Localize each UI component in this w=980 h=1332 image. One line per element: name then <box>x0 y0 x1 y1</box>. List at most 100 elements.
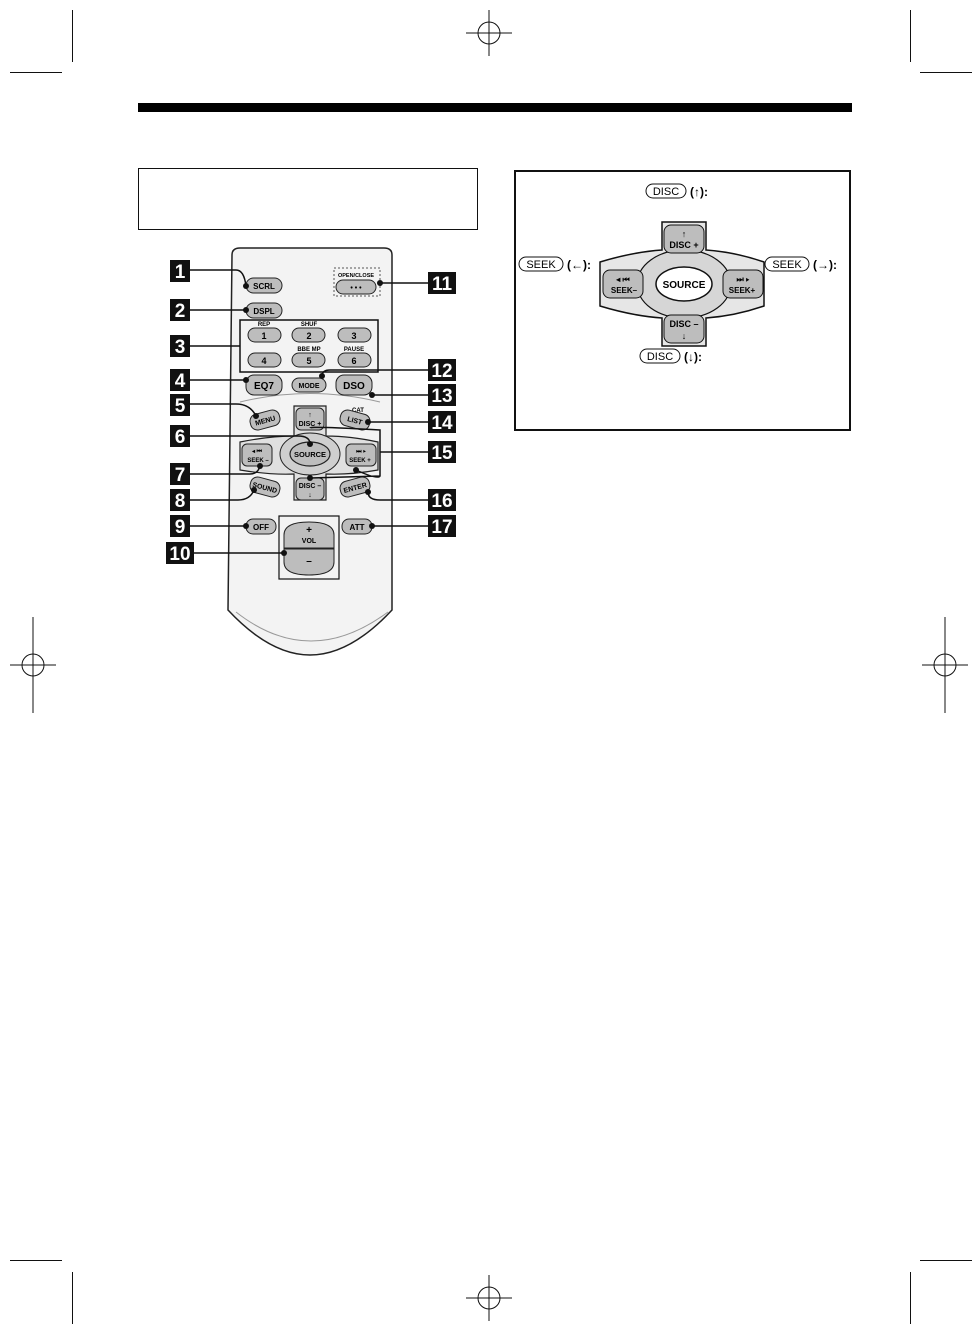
dso-button <box>335 374 373 396</box>
callout-3 <box>170 335 190 357</box>
callout-14 <box>428 411 456 433</box>
svg-text:7: 7 <box>175 465 186 486</box>
scrl-label: SCRL <box>253 282 275 291</box>
svg-text:14: 14 <box>431 413 453 434</box>
crop-mark <box>920 1260 972 1261</box>
seek-right-arrow: (→): <box>813 258 837 272</box>
pad-seek-plus-label: SEEK+ <box>729 286 756 295</box>
sound-button <box>249 476 281 498</box>
callout-13 <box>428 384 456 406</box>
list-label: LIST <box>346 416 363 427</box>
registration-mark-icon <box>922 617 968 713</box>
callout-7 <box>170 463 190 485</box>
crop-mark <box>10 72 62 73</box>
preset-2-button <box>291 327 326 343</box>
dspl-label: DSPL <box>253 307 274 316</box>
registration-mark-icon <box>10 617 56 713</box>
disc-down-arrow: (↓): <box>684 350 702 364</box>
header-rule <box>138 103 852 112</box>
caption-box <box>138 168 478 230</box>
crop-mark <box>910 10 911 62</box>
vol-minus-button <box>283 548 335 576</box>
callout-4 <box>170 369 190 391</box>
preset-2-label: 2 <box>306 331 311 341</box>
crop-mark <box>920 72 972 73</box>
svg-text:15: 15 <box>431 443 453 464</box>
open-close-button <box>335 279 377 295</box>
bbe-mp-label: BBE MP <box>297 347 320 353</box>
svg-text:4: 4 <box>175 371 186 392</box>
direction-pad-detail <box>514 170 851 431</box>
svg-text:◂ ⏮: ◂ ⏮ <box>251 449 263 455</box>
seek-plus-button <box>345 443 377 467</box>
disc-plus-label: DISC + <box>299 421 322 428</box>
vol-minus-label: – <box>306 556 312 567</box>
pad-disc-plus-label: DISC + <box>669 240 698 250</box>
open-close-label: OPEN/CLOSE <box>338 273 374 279</box>
callout-17 <box>428 515 456 537</box>
crop-mark <box>72 10 73 62</box>
svg-text:↑: ↑ <box>682 229 687 239</box>
enter-button <box>339 476 371 498</box>
svg-text:11: 11 <box>432 274 453 295</box>
preset-3-label: 3 <box>351 331 356 341</box>
preset-1-button <box>247 327 282 343</box>
preset-5-button <box>291 352 326 368</box>
preset-3-button <box>337 327 372 343</box>
vol-plus-button <box>283 521 335 549</box>
disc-up-key: DISC <box>653 186 679 198</box>
preset-6-label: 6 <box>351 356 356 366</box>
svg-text:↑: ↑ <box>308 412 312 419</box>
svg-text:↓: ↓ <box>682 331 687 341</box>
svg-text:16: 16 <box>431 491 452 512</box>
mode-label: MODE <box>299 383 320 390</box>
callout-6 <box>170 425 190 447</box>
dso-label: DSO <box>343 381 365 392</box>
svg-text:12: 12 <box>431 361 452 382</box>
svg-text:13: 13 <box>431 386 452 407</box>
preset-6-button <box>337 352 372 368</box>
callout-9 <box>170 515 190 537</box>
svg-text:◂ ⏮: ◂ ⏮ <box>615 275 629 284</box>
svg-text:1: 1 <box>175 262 186 283</box>
seek-plus-label: SEEK + <box>349 458 371 464</box>
preset-1-label: 1 <box>261 331 266 341</box>
svg-text:9: 9 <box>175 517 186 538</box>
seek-minus-label: SEEK – <box>247 458 269 464</box>
seek-left-key: SEEK <box>526 259 556 271</box>
pause-label: PAUSE <box>344 347 364 353</box>
vol-label: VOL <box>302 538 317 545</box>
svg-text:10: 10 <box>169 544 190 565</box>
pad-disc-minus-label: DISC – <box>669 319 698 329</box>
preset-4-label: 4 <box>261 356 266 366</box>
callout-2 <box>170 299 190 321</box>
eq7-button <box>245 374 283 396</box>
disc-plus-button <box>295 407 325 431</box>
rep-label: REP <box>258 322 270 328</box>
pad-seek-plus-button <box>722 269 764 299</box>
pad-disc-plus-button <box>663 224 705 254</box>
vol-plus-label: + <box>306 525 312 536</box>
off-label: OFF <box>253 523 269 532</box>
registration-mark-icon <box>466 10 512 56</box>
open-close-dots: • • • <box>350 285 362 292</box>
callout-1 <box>170 260 190 282</box>
disc-down-key: DISC <box>647 351 673 363</box>
crop-mark <box>72 1272 73 1324</box>
pad-disc-minus-button <box>663 314 705 344</box>
preset-5-label: 5 <box>306 356 311 366</box>
eq7-label: EQ7 <box>254 381 274 392</box>
svg-text:6: 6 <box>175 427 186 448</box>
svg-text:8: 8 <box>175 491 186 512</box>
callout-8 <box>170 489 190 511</box>
mode-button <box>291 377 327 393</box>
callout-10 <box>166 542 194 564</box>
svg-text:5: 5 <box>175 396 186 417</box>
callout-11 <box>428 272 456 294</box>
cat-label: CAT <box>352 408 364 414</box>
callout-15 <box>428 441 456 463</box>
registration-mark-icon <box>466 1275 512 1321</box>
svg-text:↓: ↓ <box>308 492 312 499</box>
remote-illustration: OPEN/CLOSE • • • SCRL DSPL REP SHUF 1 2 … <box>166 247 456 656</box>
crop-mark <box>910 1272 911 1324</box>
